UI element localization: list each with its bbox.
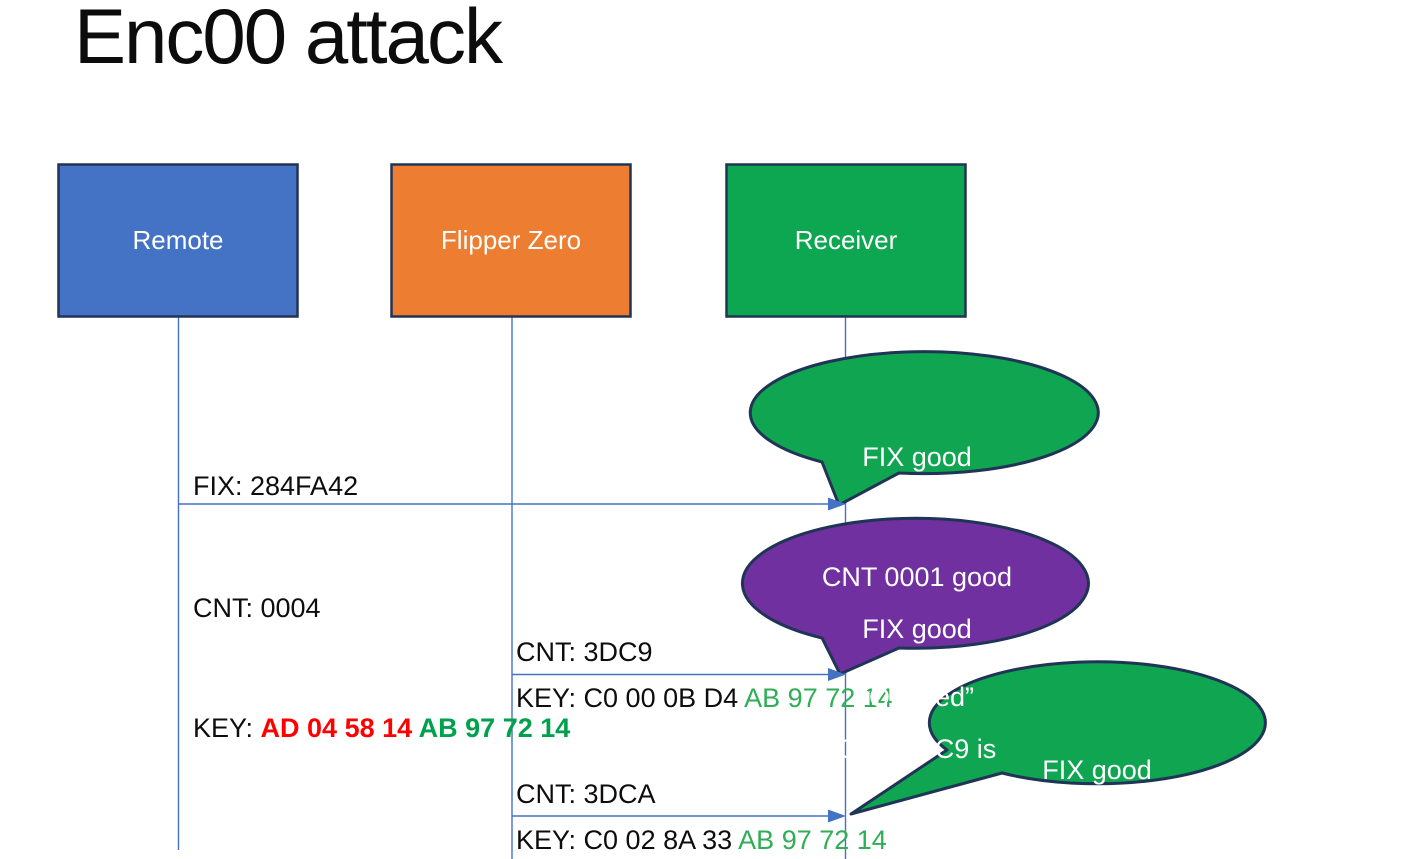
callout-1-line-1: FIX good xyxy=(862,442,972,472)
message-1-key-red-bytes: AD 04 58 14 xyxy=(260,713,419,743)
message-2-key-prefix: KEY: C0 00 0B D4 xyxy=(516,683,745,713)
message-1-label-below: CNT: 0004 KEY: AD 04 58 14 AB 97 72 14 xyxy=(193,508,570,828)
message-2-label-above: CNT: 3DC9 xyxy=(516,637,653,667)
callout-2-text: FIX good CNT 3DC9 is future code xyxy=(767,529,1067,859)
message-3-key: KEY: C0 02 8A 33 AB 97 72 14 xyxy=(516,820,887,859)
message-3-label-above: CNT: 3DCA xyxy=(516,779,656,809)
message-arrowhead-1-icon xyxy=(828,497,846,511)
actor-box-flipper-zero xyxy=(390,163,632,318)
message-1-key-green-bytes: AB 97 72 14 xyxy=(418,713,571,743)
message-3-key-prefix: KEY: C0 02 8A 33 xyxy=(516,825,739,855)
callout-2-line-3: future code xyxy=(767,849,1067,859)
message-arrowhead-3-icon xyxy=(828,809,846,823)
actor-box-remote xyxy=(57,163,299,318)
message-2-key-green-bytes: AB 97 72 14 xyxy=(744,683,893,713)
callout-bubble-1 xyxy=(748,350,1100,507)
callout-3-line-1: FIX good xyxy=(1042,755,1152,785)
callout-1-text: FIX good CNT 0001 good “Opened” xyxy=(767,357,1067,797)
actor-label-receiver: Receiver xyxy=(794,224,898,255)
callout-1-line-3: “Opened” xyxy=(859,682,975,712)
callout-2-line-1: FIX good xyxy=(862,614,972,644)
actor-label-remote: Remote xyxy=(132,224,224,255)
message-2-key: KEY: C0 00 0B D4 AB 97 72 14 xyxy=(516,678,893,718)
slide-title: Enc00 attack xyxy=(74,0,503,80)
message-arrowhead-2-icon xyxy=(828,668,846,681)
message-1-key: KEY: AD 04 58 14 AB 97 72 14 xyxy=(193,708,570,748)
callout-3-text: FIX good CNT is 3DCA “Opened” xyxy=(947,670,1247,859)
actor-label-flipper-zero: Flipper Zero xyxy=(440,224,582,255)
message-1-key-prefix: KEY: xyxy=(193,713,261,743)
callout-bubble-3 xyxy=(849,660,1267,816)
callout-2-line-2: CNT 3DC9 is xyxy=(837,734,997,764)
message-3-key-green-bytes: AB 97 72 14 xyxy=(738,825,887,855)
message-1-label-above: FIX: 284FA42 xyxy=(193,471,359,501)
actor-box-receiver xyxy=(725,163,967,318)
callout-bubble-2 xyxy=(740,516,1090,676)
message-1-cnt: CNT: 0004 xyxy=(193,593,321,623)
callout-1-line-2: CNT 0001 good xyxy=(821,562,1013,592)
